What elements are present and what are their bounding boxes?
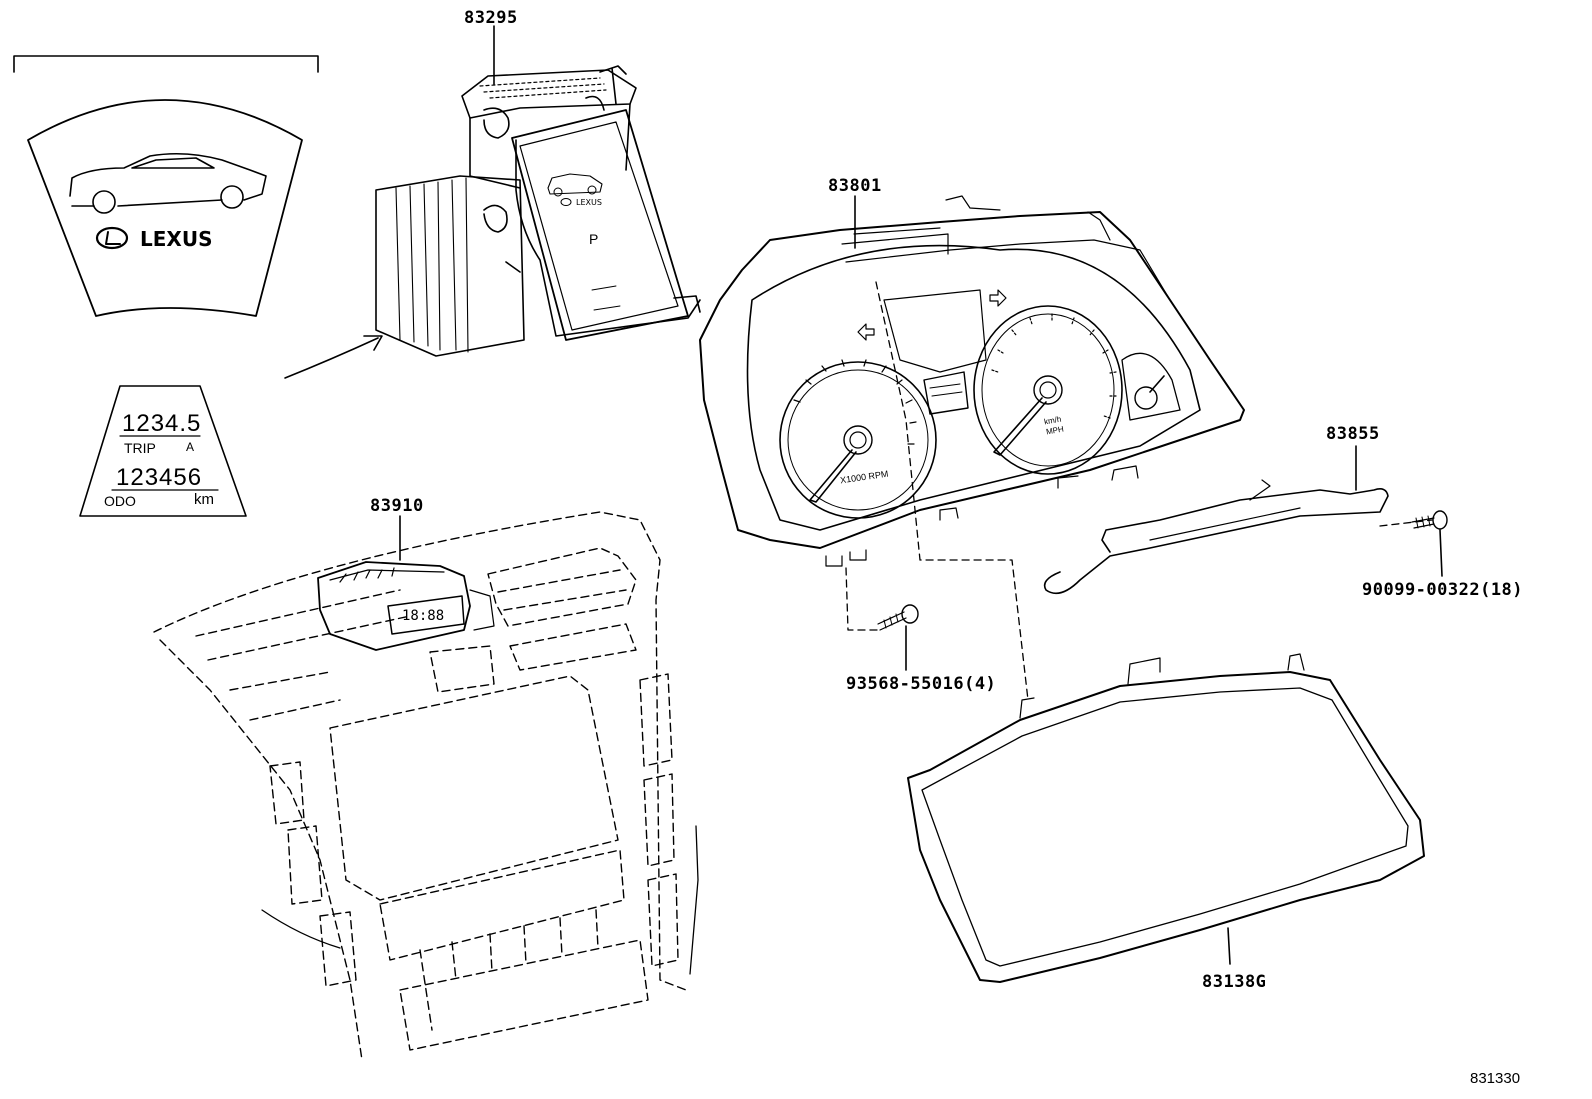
svg-text:18:88: 18:88: [402, 608, 444, 624]
svg-text:LEXUS: LEXUS: [576, 198, 602, 207]
part-label-83295: 83295: [464, 8, 518, 28]
combination-meter-83801: [699, 195, 1245, 701]
trip-label: TRIP: [124, 440, 156, 456]
part-label-83855: 83855: [1326, 424, 1380, 444]
part-label-83910: 83910: [370, 496, 424, 516]
odo-label: ODO: [104, 493, 136, 509]
car-silhouette-icon: [69, 152, 267, 214]
odo-value: 123456: [116, 464, 203, 491]
clock-83910: 18:88: [317, 515, 495, 651]
display-unit-83295: LEXUS P: [375, 25, 701, 357]
odo-unit: km: [194, 491, 214, 508]
display-zoom-panel: LEXUS: [13, 55, 319, 317]
part-label-83801: 83801: [828, 176, 882, 196]
svg-text:LEXUS: LEXUS: [140, 227, 212, 251]
dashboard-outline: [153, 511, 687, 1061]
bracket-83855: [1043, 445, 1448, 595]
glass-83138g: [907, 653, 1425, 983]
svg-text:P: P: [589, 231, 598, 247]
odometer-card: [79, 385, 247, 517]
screw-93568: [877, 604, 919, 671]
part-label-90099: 90099-00322(18): [1362, 580, 1524, 600]
part-label-93568: 93568-55016(4): [846, 674, 997, 694]
part-label-83138g: 83138G: [1202, 972, 1267, 992]
lexus-logo: LEXUS: [95, 226, 212, 251]
trip-value: 1234.5: [122, 410, 202, 437]
trip-suffix: A: [186, 440, 195, 454]
diagram-id: 831330: [1470, 1070, 1521, 1087]
